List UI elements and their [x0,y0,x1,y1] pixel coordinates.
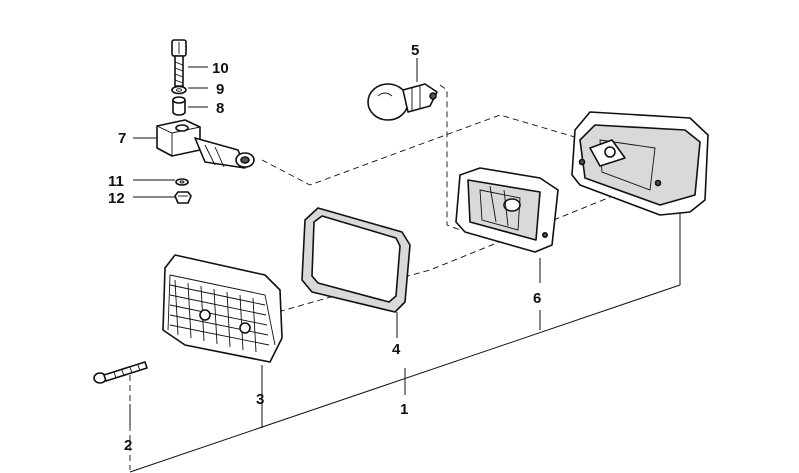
lens-part-3 [162,254,283,363]
nut-part-12 [174,191,192,204]
reflector-part-6 [455,167,559,253]
bulb-part-5 [367,83,438,121]
screw-part-10 [171,39,187,87]
holder-part-7 [156,119,255,169]
callout-3: 3 [256,391,264,408]
callout-5: 5 [411,42,419,59]
callout-11: 11 [108,173,124,190]
callout-10: 10 [212,60,229,77]
callout-12: 12 [108,190,125,207]
callout-labels: 1 2 3 4 5 6 7 8 9 10 11 12 [108,42,541,454]
housing-part-1 [571,111,709,216]
callout-1: 1 [400,401,408,418]
callout-7: 7 [118,130,126,147]
washer-part-9 [171,85,187,95]
gasket-part-4 [301,207,411,313]
callout-9: 9 [216,81,224,98]
callout-4: 4 [392,341,401,358]
callout-2: 2 [124,437,132,454]
callout-leader-lines [129,58,541,428]
callout-6: 6 [533,290,541,307]
callout-8: 8 [216,100,224,117]
spacer-part-8 [172,96,186,116]
screw-part-2 [93,361,148,384]
washer-part-11 [175,178,189,186]
